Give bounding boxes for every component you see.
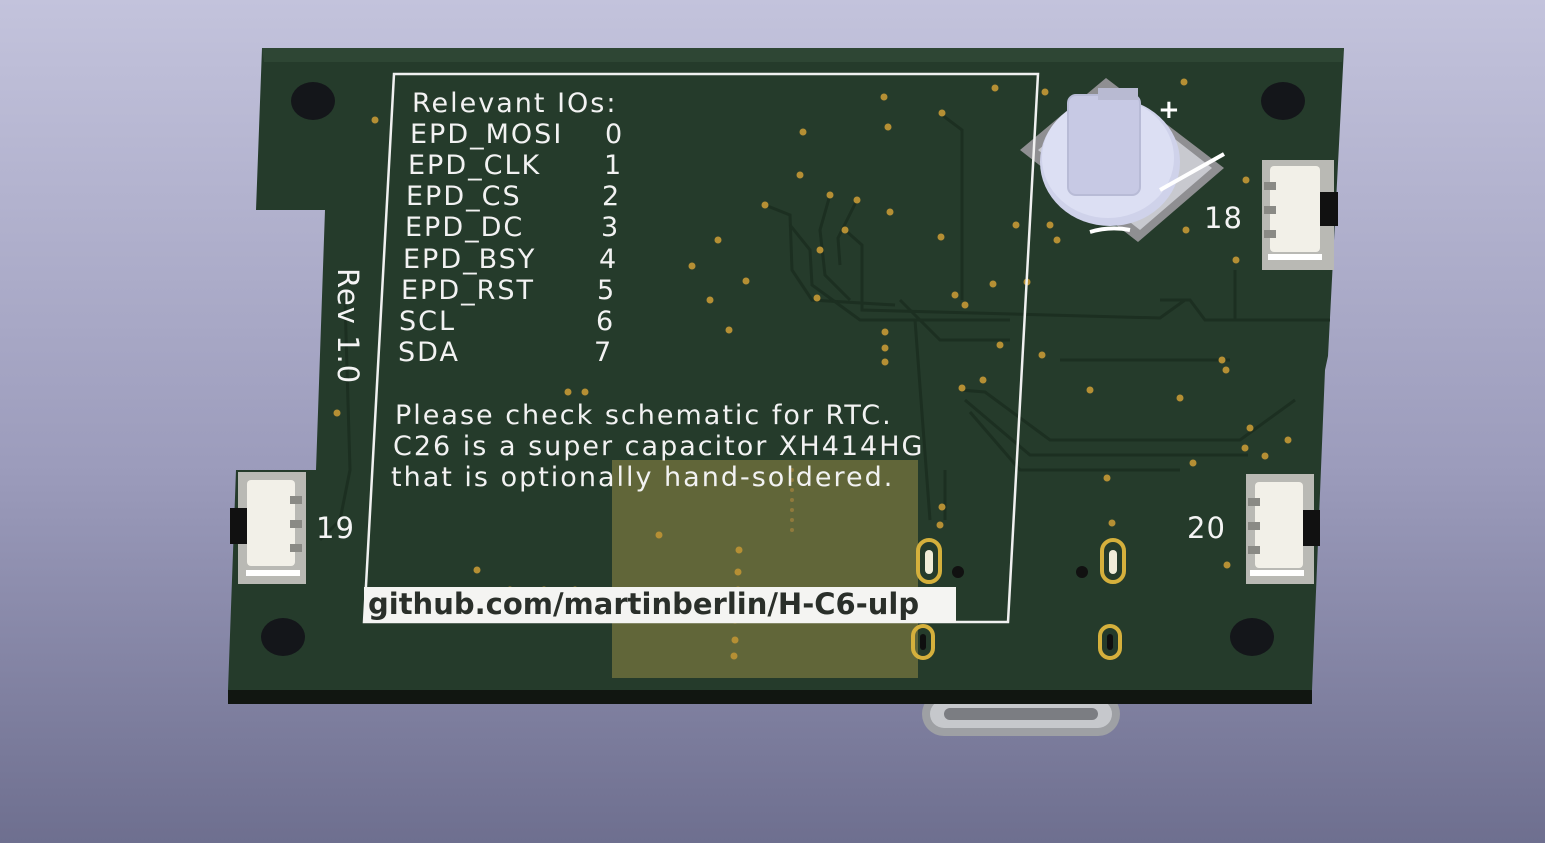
- battery-plus-mark: +: [1158, 95, 1180, 125]
- connector-19: [230, 472, 306, 584]
- io-pin: 2: [602, 181, 621, 212]
- io-pin: 4: [599, 244, 618, 275]
- io-name: EPD_RST: [401, 275, 535, 306]
- io-pin: 7: [594, 337, 613, 368]
- connector-18: [1262, 160, 1338, 270]
- copper-traces: [318, 113, 1330, 542]
- revision-label: Rev 1.0: [331, 268, 365, 384]
- io-name: EPD_MOSI: [410, 119, 563, 150]
- silkscreen-frame: [362, 72, 1040, 624]
- io-heading: Relevant IOs:: [412, 88, 617, 119]
- io-pin: 0: [605, 119, 624, 150]
- io-table: Relevant IOs: EPD_MOSI 0 EPD_CLK 1 EPD_C…: [398, 88, 624, 368]
- io-name: EPD_CLK: [408, 150, 541, 181]
- io-name: EPD_CS: [406, 181, 522, 212]
- pcb-board-bevel: [262, 48, 1344, 62]
- io-pin: 6: [596, 306, 615, 337]
- pcb-board-edge: [228, 690, 1312, 704]
- note-line: that is optionally hand-soldered.: [391, 462, 894, 493]
- connector-label-20: 20: [1187, 511, 1226, 545]
- via-column: [790, 468, 794, 532]
- url-label: github.com/martinberlin/H-C6-ulp: [364, 587, 956, 623]
- note-line: C26 is a super capacitor XH414HG: [393, 431, 924, 462]
- connector-20: [1246, 474, 1320, 584]
- mounting-holes: [261, 82, 1305, 656]
- io-name: EPD_BSY: [403, 244, 536, 275]
- coin-cell-battery: +: [1020, 78, 1225, 242]
- note-line: Please check schematic for RTC.: [395, 400, 893, 431]
- io-name: SCL: [399, 306, 456, 337]
- connector-label-18: 18: [1204, 201, 1243, 235]
- antenna-keepout-area: [612, 460, 918, 678]
- io-pin: 1: [604, 150, 623, 181]
- io-pin: 3: [601, 212, 620, 243]
- usb-pads: [911, 538, 1126, 660]
- connector-label-19: 19: [316, 511, 355, 545]
- io-pin: 5: [597, 275, 616, 306]
- repo-url: github.com/martinberlin/H-C6-ulp: [368, 587, 919, 621]
- io-name: SDA: [398, 337, 460, 368]
- silkscreen-notes: Please check schematic for RTC. C26 is a…: [391, 400, 924, 493]
- io-name: EPD_DC: [405, 212, 524, 243]
